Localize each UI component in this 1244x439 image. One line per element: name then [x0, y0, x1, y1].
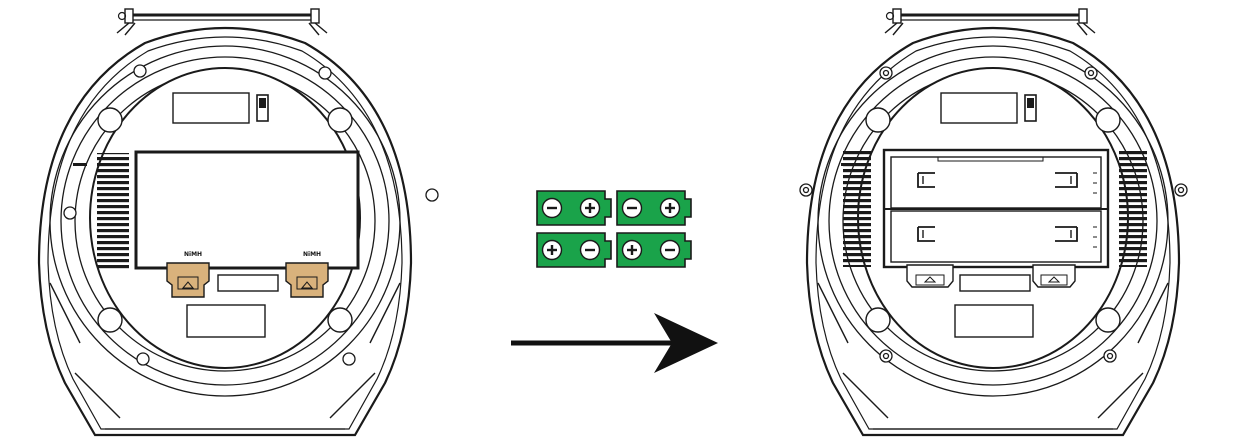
device-before: NiMH NiMH [37, 7, 439, 437]
battery-icon [616, 190, 692, 226]
battery-compartment-empty [134, 150, 360, 270]
battery-icon [536, 190, 612, 226]
speaker-grille-left [843, 151, 871, 267]
battery-icon [536, 232, 612, 268]
holder-tab-right [1032, 264, 1076, 288]
nimh-clip-right: NiMH [285, 251, 329, 298]
battery-group [536, 190, 692, 268]
right-arrow-icon [511, 313, 718, 373]
svg-text:NiMH: NiMH [303, 251, 321, 258]
battery-holder [882, 148, 1110, 269]
holder-tab-left [906, 264, 954, 288]
device-after [799, 7, 1188, 437]
speaker-grille-right [1119, 151, 1147, 267]
battery-icon [616, 232, 692, 268]
svg-text:NiMH: NiMH [184, 251, 202, 258]
speaker-grille-left [97, 153, 129, 269]
nimh-clip-left: NiMH [166, 251, 210, 298]
